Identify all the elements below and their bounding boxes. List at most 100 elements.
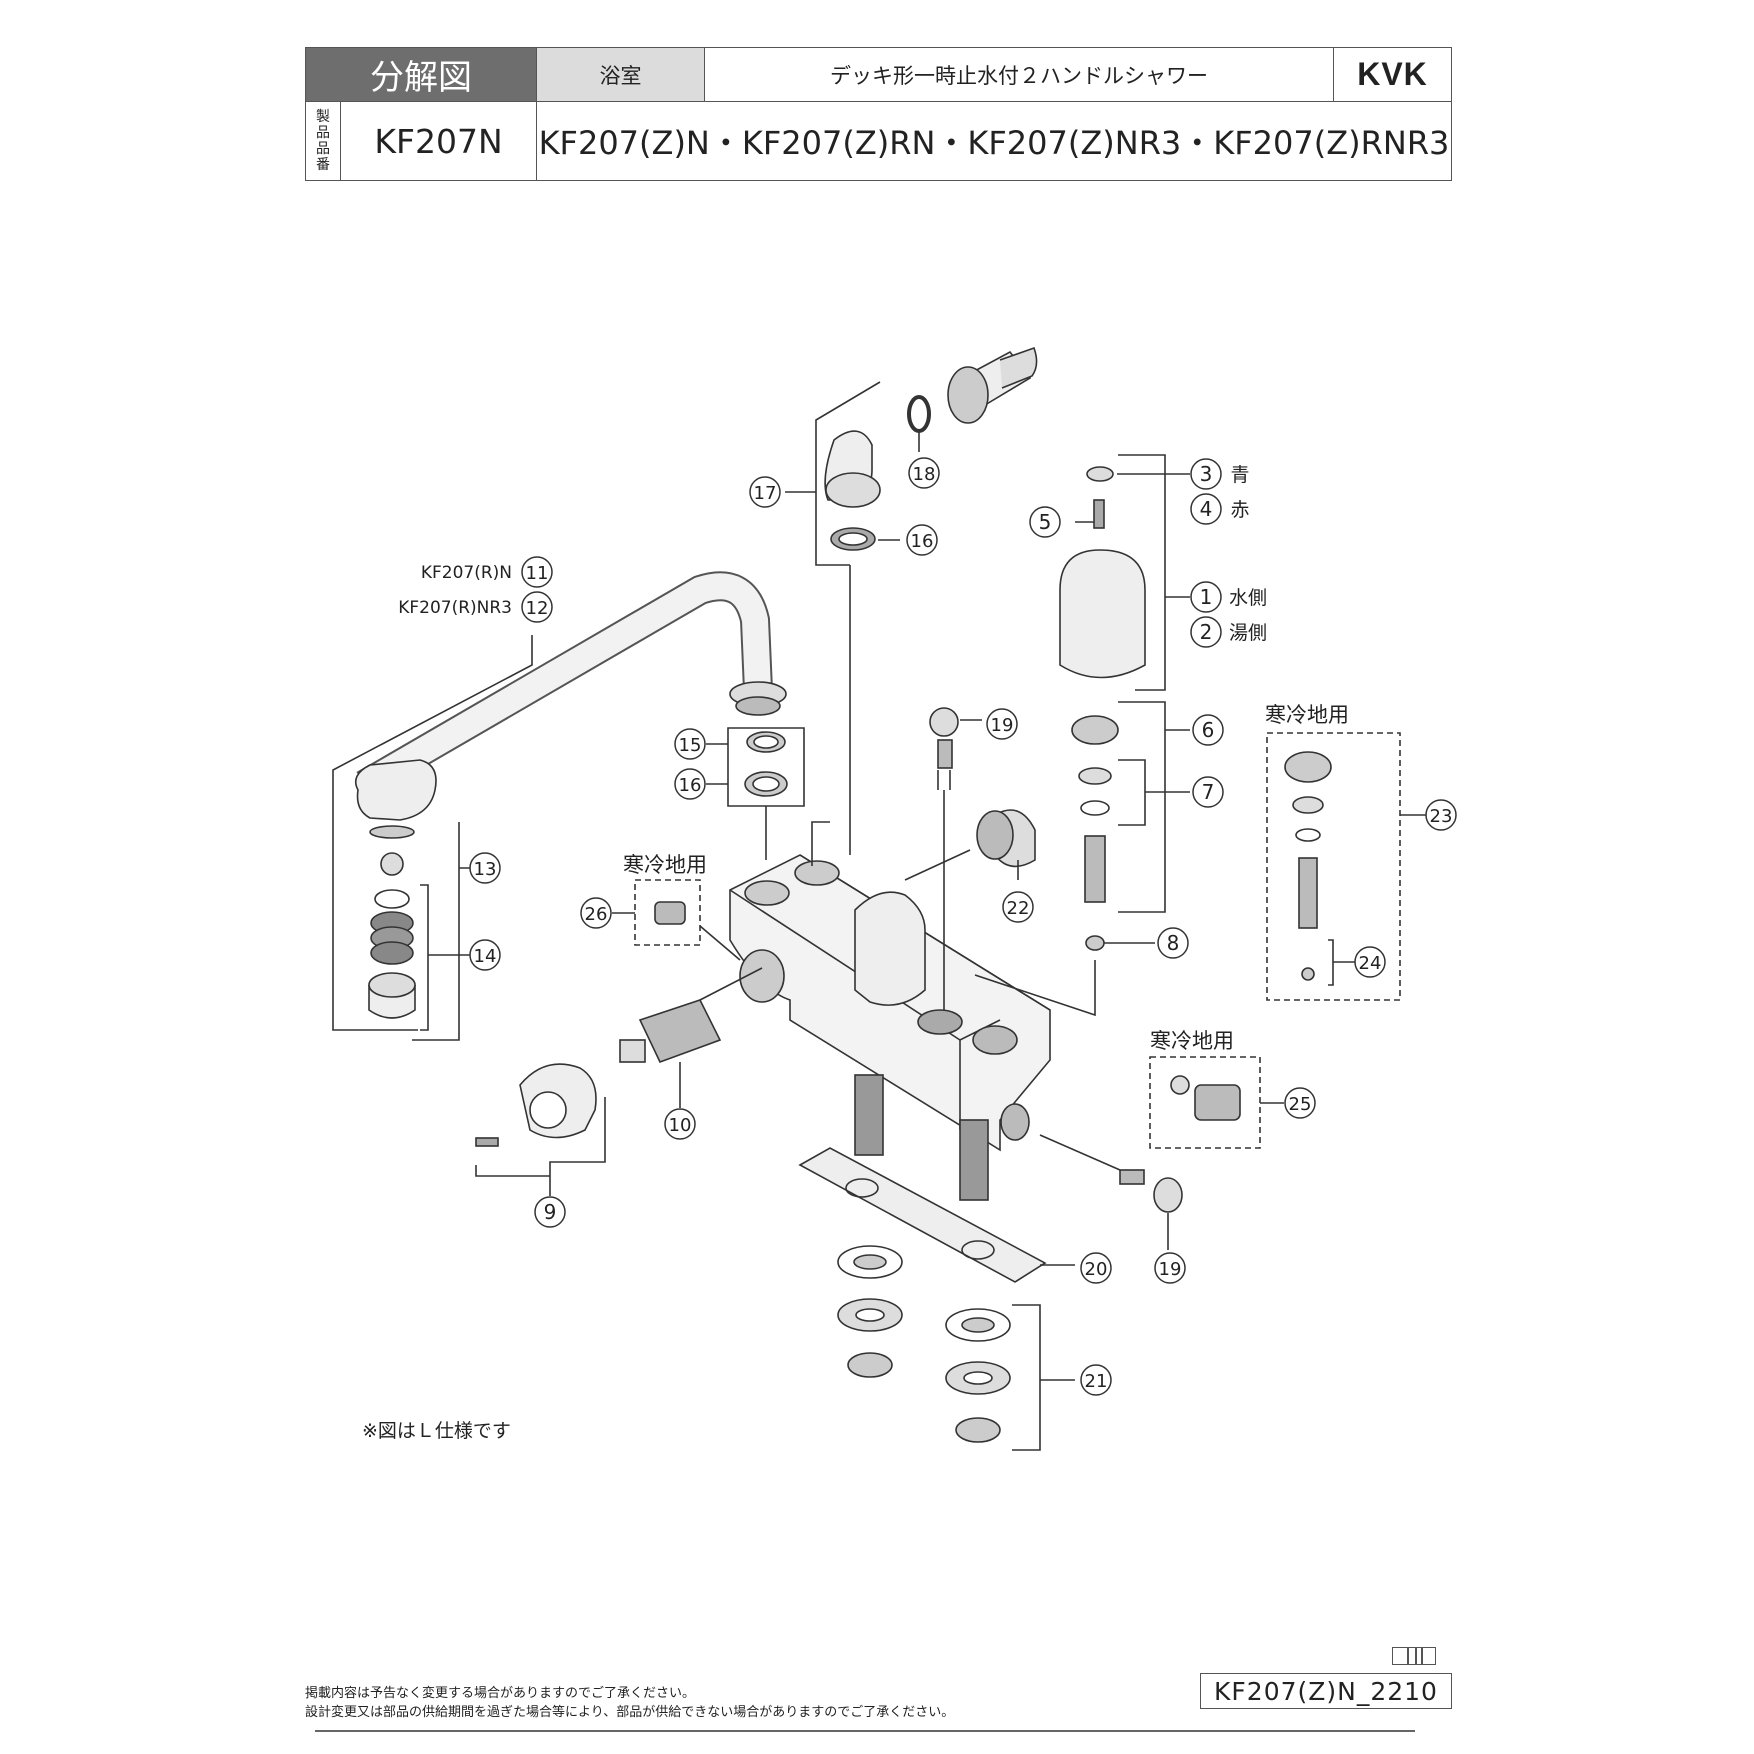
callout-1: 1 <box>1190 581 1222 613</box>
svg-text:22: 22 <box>1007 898 1030 919</box>
svg-text:26: 26 <box>585 904 608 925</box>
label-char: 品 <box>316 125 330 141</box>
svg-text:8: 8 <box>1167 931 1180 955</box>
callout-21: 21 <box>1080 1364 1112 1396</box>
label-char: 品 <box>316 141 330 157</box>
cold-region-label-23: 寒冷地用 <box>1265 703 1349 727</box>
svg-text:23: 23 <box>1430 806 1453 827</box>
callout-11-label: KF207(R)N <box>421 563 512 583</box>
svg-text:25: 25 <box>1289 1094 1312 1115</box>
callout-15: 15 <box>674 728 706 760</box>
cold-region-part-23 <box>1284 751 1332 981</box>
valve-parts-6-7-8 <box>1071 715 1119 951</box>
mounting-plate-20 <box>798 1147 1047 1283</box>
part-22 <box>976 809 1036 868</box>
valve-screw-19-upper <box>929 707 959 790</box>
callout-22: 22 <box>1002 891 1034 923</box>
callout-26: 26 <box>580 897 612 929</box>
callout-6: 6 <box>1192 714 1224 746</box>
svg-text:15: 15 <box>679 735 702 756</box>
product-number-label: 製 品 品 番 <box>306 101 340 180</box>
callout-16: 16 <box>674 768 706 800</box>
callout-23: 23 <box>1425 799 1457 831</box>
svg-text:10: 10 <box>669 1115 692 1136</box>
callout-7: 7 <box>1192 776 1224 808</box>
seal-rings <box>744 731 788 797</box>
model-variants: KF207(Z)N・KF207(Z)RN・KF207(Z)NR3・KF207(Z… <box>536 101 1451 180</box>
brand-logo: KVK <box>1333 48 1451 101</box>
callout-19-lower: 19 <box>1154 1252 1186 1284</box>
svg-text:21: 21 <box>1085 1371 1108 1392</box>
callout-20: 20 <box>1080 1252 1112 1284</box>
svg-text:2: 2 <box>1200 620 1213 644</box>
faucet-body <box>729 854 1051 1201</box>
cartridge-10 <box>619 999 722 1064</box>
svg-text:16: 16 <box>679 775 702 796</box>
sheet-title: 分解図 <box>306 48 536 101</box>
handle-1-2 <box>1059 466 1146 679</box>
svg-text:13: 13 <box>474 859 497 880</box>
svg-text:14: 14 <box>474 946 497 967</box>
callout-13: 13 <box>469 852 501 884</box>
svg-text:17: 17 <box>754 483 777 504</box>
callout-4: 4 <box>1190 493 1222 525</box>
callout-10: 10 <box>664 1108 696 1140</box>
callout-3-label: 青 <box>1230 464 1249 486</box>
svg-text:12: 12 <box>526 598 549 619</box>
svg-text:7: 7 <box>1202 780 1215 804</box>
callout-18: 18 <box>908 457 940 489</box>
svg-text:6: 6 <box>1202 718 1215 742</box>
label-char: 製 <box>316 109 330 125</box>
callout-12-label: KF207(R)NR3 <box>398 598 512 618</box>
category-label: 浴室 <box>536 48 704 101</box>
valve-screw-19-lower <box>1119 1169 1183 1213</box>
callout-4-label: 赤 <box>1230 499 1249 521</box>
svg-text:20: 20 <box>1085 1259 1108 1280</box>
svg-text:19: 19 <box>991 715 1014 736</box>
washers-nuts-21 <box>837 1245 1011 1443</box>
callout-3: 3 <box>1190 458 1222 490</box>
bracket-13-14 <box>412 822 460 1041</box>
diagram-note: ※図はＬ仕様です <box>362 1420 511 1442</box>
lever-handle-9 <box>475 1063 597 1147</box>
disclaimer-line-1: 掲載内容は予告なく変更する場合がありますのでご了承ください。 <box>305 1686 696 1701</box>
svg-text:16: 16 <box>911 531 934 552</box>
cold-region-part-25 <box>1170 1075 1241 1121</box>
callout-19-upper: 19 <box>986 708 1018 740</box>
label-char: 番 <box>316 157 330 173</box>
svg-text:24: 24 <box>1359 953 1382 974</box>
disclaimer-line-2: 設計変更又は部品の供給期間を過ぎた場合等により、部品が供給できない場合があります… <box>305 1705 955 1720</box>
svg-text:1: 1 <box>1200 585 1213 609</box>
header-table: 分解図 浴室 デッキ形一時止水付２ハンドルシャワー KVK 製 品 品 番 KF… <box>305 47 1452 181</box>
callout-8: 8 <box>1157 927 1189 959</box>
callout-14: 14 <box>469 939 501 971</box>
svg-text:5: 5 <box>1039 510 1052 534</box>
callout-24: 24 <box>1354 946 1386 978</box>
cold-region-part-26 <box>654 901 686 925</box>
spout-bracket <box>332 635 533 1031</box>
document-id: KF207(Z)N_2210 <box>1200 1673 1452 1709</box>
product-description: デッキ形一時止水付２ハンドルシャワー <box>704 48 1333 101</box>
callout-2: 2 <box>1190 616 1222 648</box>
callout-9: 9 <box>534 1196 566 1228</box>
callout-11: 11 <box>521 556 553 588</box>
svg-text:18: 18 <box>913 464 936 485</box>
aerator-parts <box>368 852 416 1019</box>
spout-pipe <box>354 571 787 839</box>
bracket-14 <box>420 884 429 1031</box>
elbow-fitting <box>824 346 1038 551</box>
callout-5: 5 <box>1029 506 1061 538</box>
svg-text:19: 19 <box>1159 1259 1182 1280</box>
callout-25: 25 <box>1284 1087 1316 1119</box>
bottom-divider <box>315 1730 1415 1732</box>
callout-2-label: 湯側 <box>1229 622 1267 644</box>
cold-region-label-26: 寒冷地用 <box>623 853 707 877</box>
callout-1-label: 水側 <box>1229 587 1267 609</box>
callout-16-upper: 16 <box>906 524 938 556</box>
model-number: KF207N <box>340 101 536 180</box>
svg-text:4: 4 <box>1200 497 1213 521</box>
doc-symbol-icon <box>1392 1647 1436 1665</box>
svg-text:11: 11 <box>526 563 549 584</box>
